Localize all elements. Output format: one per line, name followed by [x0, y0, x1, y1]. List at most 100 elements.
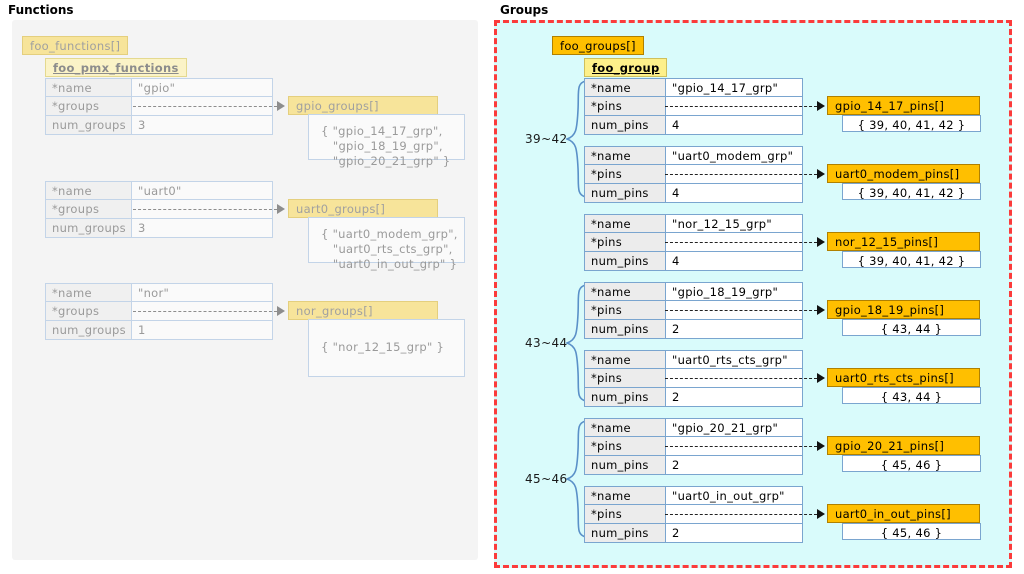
uart0-rts-cts-pins-array-header[interactable]: uart0_rts_cts_pins[]: [827, 368, 980, 387]
table-row: *name "nor": [45, 283, 273, 302]
uart0-in-out-pins-array-header[interactable]: uart0_in_out_pins[]: [827, 504, 980, 523]
field-key-pins: *pins: [584, 505, 665, 524]
pointer-arrow-uart0-modem-pins: [665, 169, 825, 180]
foo-functions-array-header[interactable]: foo_functions[]: [22, 36, 129, 55]
field-key-num-pins: num_pins: [584, 252, 665, 271]
field-value-name: "uart0": [131, 181, 273, 200]
field-key-pins: *pins: [584, 301, 665, 320]
page-title-groups: Groups: [500, 3, 549, 17]
uart0-rts-cts-pins-contents: { 43, 44 }: [842, 387, 981, 404]
field-value-name: "gpio_14_17_grp": [665, 78, 803, 97]
pointer-arrow-gpio-groups: [133, 101, 285, 112]
gpio-18-19-pins-contents: { 43, 44 }: [842, 319, 981, 336]
field-key-pins: *pins: [584, 369, 665, 388]
field-value-name: "uart0_in_out_grp": [665, 486, 803, 505]
gpio-14-17-pins-contents: { 39, 40, 41, 42 }: [842, 115, 981, 132]
uart0-in-out-pins-contents: { 45, 46 }: [842, 523, 981, 540]
field-key-num-pins: num_pins: [584, 116, 665, 135]
field-value-num-groups: 3: [131, 219, 273, 238]
field-key-name: *name: [584, 282, 665, 301]
field-value-num-pins: 2: [665, 388, 803, 407]
field-key-pins: *pins: [584, 233, 665, 252]
foo-pmx-functions-struct-header[interactable]: foo_pmx_functions: [45, 58, 187, 77]
field-key-name: *name: [45, 181, 131, 200]
gpio-14-17-pins-array-header[interactable]: gpio_14_17_pins[]: [827, 96, 980, 115]
field-value-name: "gpio_18_19_grp": [665, 282, 803, 301]
pointer-arrow-uart0-groups: [133, 204, 285, 215]
uart0-modem-pins-contents: { 39, 40, 41, 42 }: [842, 183, 981, 200]
field-key-pins: *pins: [584, 437, 665, 456]
nor-12-15-pins-contents: { 39, 40, 41, 42 }: [842, 251, 981, 268]
function-entry-table: *name "gpio" *groups num_groups 3: [45, 78, 273, 135]
field-key-name: *name: [584, 350, 665, 369]
field-key-groups: *groups: [45, 200, 131, 219]
uart0-groups-array-header[interactable]: uart0_groups[]: [288, 199, 438, 218]
table-row: *name "gpio_20_21_grp": [584, 418, 803, 437]
field-value-num-pins: 2: [665, 524, 803, 543]
uart0-groups-contents: { "uart0_modem_grp", "uart0_rts_cts_grp"…: [308, 217, 465, 271]
nor-12-15-pins-array-header[interactable]: nor_12_15_pins[]: [827, 232, 980, 251]
brace-45-46: [566, 420, 587, 538]
table-row: *name "nor_12_15_grp": [584, 214, 803, 233]
field-key-pins: *pins: [584, 97, 665, 116]
table-row: num_groups 3: [45, 219, 273, 238]
field-value-num-groups: 3: [131, 116, 273, 135]
gpio-20-21-pins-array-header[interactable]: gpio_20_21_pins[]: [827, 436, 980, 455]
range-label-43-44: 43~44: [525, 336, 568, 350]
gpio-20-21-pins-contents: { 45, 46 }: [842, 455, 981, 472]
table-row: *name "gpio_14_17_grp": [584, 78, 803, 97]
field-key-num-pins: num_pins: [584, 320, 665, 339]
table-row: num_pins 2: [584, 524, 803, 543]
table-row: *name "uart0": [45, 181, 273, 200]
field-value-name: "uart0_rts_cts_grp": [665, 350, 803, 369]
gpio-groups-array-header[interactable]: gpio_groups[]: [288, 96, 438, 115]
table-row: *groups: [45, 302, 273, 321]
field-key-num-pins: num_pins: [584, 388, 665, 407]
pointer-arrow-gpio-14-17-pins: [665, 101, 825, 112]
brace-39-42: [566, 80, 587, 198]
table-row: num_pins 2: [584, 388, 803, 407]
field-key-name: *name: [584, 146, 665, 165]
field-key-name: *name: [584, 214, 665, 233]
gpio-18-19-pins-array-header[interactable]: gpio_18_19_pins[]: [827, 300, 980, 319]
group-entry-table: *name "gpio_14_17_grp" *pins num_pins 4: [584, 78, 803, 135]
foo-group-struct-header[interactable]: foo_group: [584, 58, 668, 77]
pointer-arrow-nor-groups: [133, 306, 285, 317]
uart0-modem-pins-array-header[interactable]: uart0_modem_pins[]: [827, 164, 980, 183]
gpio-groups-contents: { "gpio_14_17_grp", "gpio_18_19_grp", "g…: [308, 114, 465, 168]
range-label-45-46: 45~46: [525, 472, 568, 486]
pointer-arrow-nor-12-15-pins: [665, 237, 825, 248]
pointer-arrow-uart0-rts-cts-pins: [665, 373, 825, 384]
field-key-num-groups: num_groups: [45, 116, 131, 135]
nor-groups-contents: { "nor_12_15_grp" }: [308, 319, 465, 377]
table-row: num_pins 4: [584, 184, 803, 203]
table-row: num_pins 2: [584, 456, 803, 475]
field-key-groups: *groups: [45, 302, 131, 321]
field-key-num-pins: num_pins: [584, 456, 665, 475]
field-key-name: *name: [45, 283, 131, 302]
field-value-name: "uart0_modem_grp": [665, 146, 803, 165]
pointer-arrow-gpio-20-21-pins: [665, 441, 825, 452]
field-value-name: "gpio_20_21_grp": [665, 418, 803, 437]
pointer-arrow-gpio-18-19-pins: [665, 305, 825, 316]
group-entry-table: *name "gpio_18_19_grp" *pins num_pins 2: [584, 282, 803, 339]
brace-43-44: [566, 284, 587, 402]
field-value-name: "nor": [131, 283, 273, 302]
field-value-num-pins: 4: [665, 252, 803, 271]
field-key-name: *name: [584, 418, 665, 437]
table-row: *name "gpio_18_19_grp": [584, 282, 803, 301]
field-value-name: "gpio": [131, 78, 273, 97]
field-value-num-pins: 4: [665, 116, 803, 135]
nor-groups-array-header[interactable]: nor_groups[]: [288, 301, 438, 320]
field-value-num-groups: 1: [131, 321, 273, 340]
field-key-num-groups: num_groups: [45, 321, 131, 340]
field-key-name: *name: [45, 78, 131, 97]
foo-groups-array-header[interactable]: foo_groups[]: [552, 36, 644, 55]
table-row: *name "gpio": [45, 78, 273, 97]
field-key-groups: *groups: [45, 97, 131, 116]
field-value-num-pins: 2: [665, 320, 803, 339]
table-row: *name "uart0_in_out_grp": [584, 486, 803, 505]
field-value-num-pins: 4: [665, 184, 803, 203]
group-entry-table: *name "nor_12_15_grp" *pins num_pins 4: [584, 214, 803, 271]
